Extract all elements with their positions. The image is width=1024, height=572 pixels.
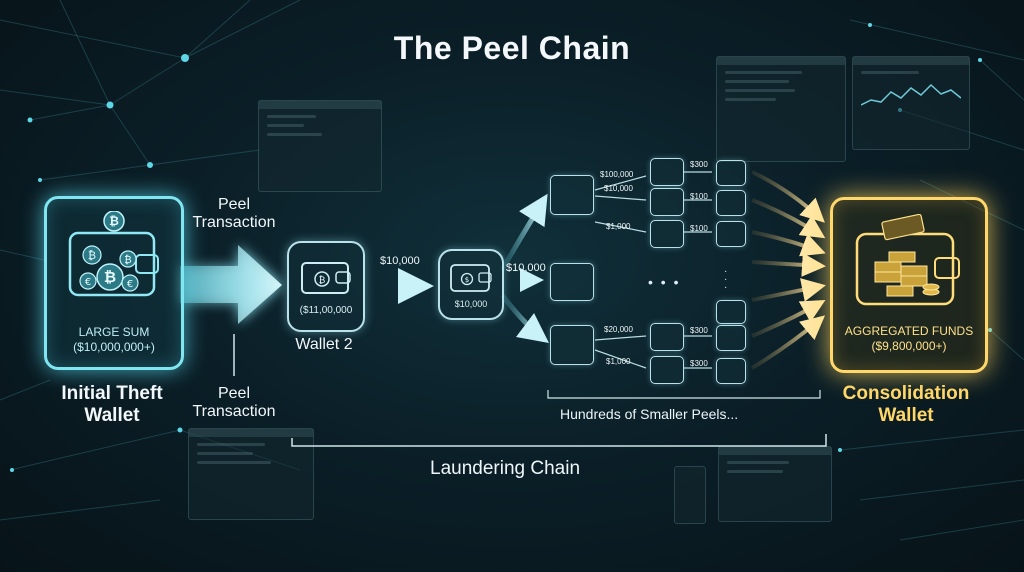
- branch-wallet-middle: [550, 263, 594, 301]
- svg-text:₿: ₿: [319, 275, 326, 286]
- consol-box-line1: AGGREGATED FUNDS: [844, 324, 974, 338]
- wallet2-amount: ($11,00,000: [299, 305, 353, 316]
- initial-label-line2: Wallet: [84, 405, 140, 426]
- bg-panel-top-right-2: [852, 56, 970, 150]
- money-stack-icon: [855, 214, 960, 306]
- bg-panel-bottom-right-2: [718, 446, 832, 522]
- wallet-2: ₿ ($11,00,000: [287, 241, 365, 332]
- svg-text:₿: ₿: [124, 254, 131, 266]
- consolidation-wallet: AGGREGATED FUNDS ($9,800,000+): [830, 197, 988, 373]
- svg-text:$: $: [465, 276, 469, 284]
- peel-wallet-1: [650, 158, 684, 186]
- branch-wallet-top: [550, 175, 594, 215]
- peel-amount-c2: $100: [690, 192, 708, 201]
- peel-top-line2: Transaction: [192, 214, 276, 231]
- wallet2-label: Wallet 2: [295, 336, 353, 353]
- consol-box-line2: ($9,800,000+): [871, 339, 947, 353]
- peel-amount-c4: $300: [690, 326, 708, 335]
- bg-panel-top-right-1: [716, 56, 846, 162]
- peel-wallet-5: [650, 356, 684, 384]
- final-wallet-5: [716, 325, 746, 351]
- svg-text:€: €: [85, 277, 91, 288]
- vertical-ellipsis: ···: [724, 266, 728, 293]
- peel-amount-a1: $100,000: [600, 170, 634, 179]
- bg-sparkline: [860, 83, 962, 106]
- svg-text:₿: ₿: [104, 268, 116, 286]
- peel-amount-c5: $300: [690, 359, 708, 368]
- peel-amount-c1: $300: [690, 160, 708, 169]
- hundreds-label: Hundreds of Smaller Peels...: [560, 406, 739, 422]
- bg-panel-bottom-left: [188, 428, 314, 520]
- peel-bottom-line2: Transaction: [192, 403, 276, 420]
- peel-wallet-2: [650, 188, 684, 216]
- svg-text:€: €: [127, 279, 133, 290]
- branch-wallet-bottom: [550, 325, 594, 365]
- peel-amount-c3: $100: [690, 224, 708, 233]
- ellipsis: • • •: [648, 274, 681, 290]
- final-wallet-1: [716, 160, 746, 186]
- initial-box-line2: ($10,000,000+): [73, 340, 155, 354]
- peel-wallet-3: [650, 220, 684, 248]
- final-wallet-4: [716, 300, 746, 324]
- laundering-label: Laundering Chain: [430, 458, 581, 479]
- peel-top-line1: Peel: [217, 196, 251, 213]
- bg-panel-top-left: [258, 100, 382, 192]
- peel-bottom-line1: Peel: [217, 385, 251, 402]
- page-title: The Peel Chain: [393, 30, 631, 66]
- final-wallet-3: [716, 221, 746, 247]
- bg-panel-bottom-right-1: [674, 466, 706, 524]
- peel-wallet-4: [650, 323, 684, 351]
- svg-text:₿: ₿: [109, 214, 119, 228]
- peel-amount-a3: $1,000: [606, 222, 631, 231]
- wallet-3: $ $10,000: [438, 249, 504, 320]
- final-wallet-2: [716, 190, 746, 216]
- consol-label-line1: Consolidation: [842, 383, 970, 404]
- peel-amount-b1: $20,000: [604, 325, 633, 334]
- wallet3-amount: $10,000: [454, 299, 488, 309]
- arrow-amount-1: $10,000: [380, 255, 420, 267]
- svg-text:₿: ₿: [88, 249, 96, 262]
- wallet-icon: $: [450, 264, 492, 292]
- peel-amount-b2: $1,000: [606, 357, 631, 366]
- wallet-icon: ₿ ₿ ₿ € € ₿: [68, 211, 159, 297]
- wallet-icon: ₿: [301, 262, 351, 294]
- final-wallet-6: [716, 358, 746, 384]
- big-peel-arrow: [180, 245, 282, 324]
- initial-theft-wallet: ₿ ₿ ₿ € € ₿ LARGE SUM ($10,000,000+): [44, 196, 184, 370]
- consol-label-line2: Wallet: [878, 405, 934, 426]
- peel-amount-a2: $10,000: [604, 184, 633, 193]
- branch-amount: $10,000: [506, 262, 546, 274]
- initial-label-line1: Initial Theft: [61, 383, 163, 404]
- initial-box-line1: LARGE SUM: [78, 325, 150, 339]
